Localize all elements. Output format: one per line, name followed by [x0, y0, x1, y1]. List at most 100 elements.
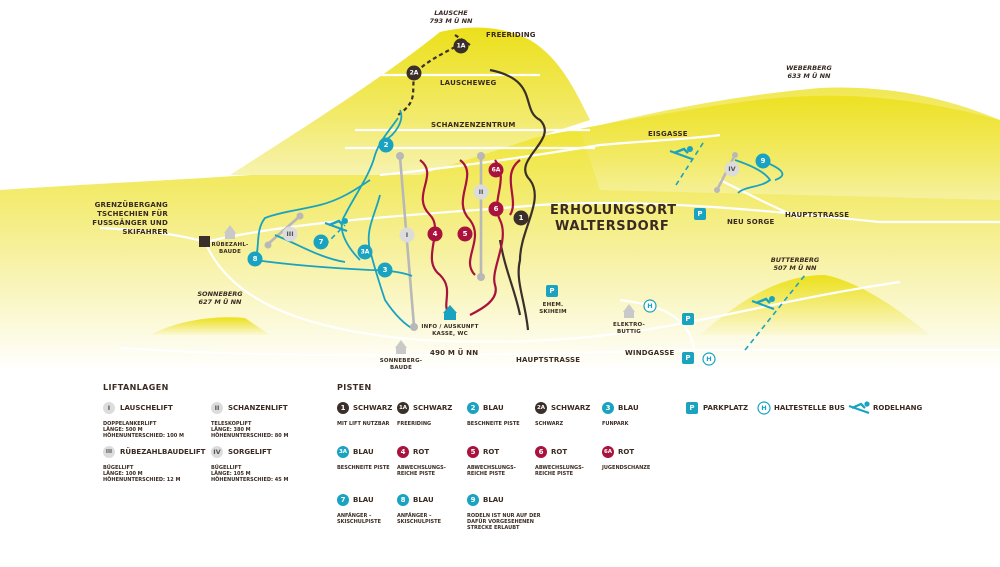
label-info-1: INFO / AUSKUNFT — [421, 324, 478, 330]
label-neu-sorge: NEU SORGE — [727, 218, 774, 226]
legend-piste-3a: 3A BLAU BESCHNEITE PISTE — [337, 446, 390, 471]
legend-piste-2a: 2A SCHWARZ SCHWARZ — [535, 402, 590, 427]
svg-text:BLAU: BLAU — [483, 496, 504, 504]
parking-icon-windgasse-2[interactable]: P — [682, 352, 694, 364]
svg-text:2: 2 — [384, 141, 389, 149]
svg-text:7: 7 — [341, 496, 346, 504]
svg-text:P: P — [697, 210, 702, 218]
svg-text:ROT: ROT — [551, 448, 567, 456]
svg-text:BLAU: BLAU — [413, 496, 434, 504]
svg-text:7: 7 — [319, 238, 324, 246]
badge-lift-iii[interactable]: III — [282, 226, 298, 242]
svg-text:PARKPLATZ: PARKPLATZ — [703, 404, 748, 412]
label-border-1: GRENZÜBERGANG — [95, 200, 168, 209]
badge-5[interactable]: 5 — [457, 226, 473, 242]
svg-text:MIT LIFT NUTZBAR: MIT LIFT NUTZBAR — [337, 421, 390, 427]
legend-sled: RODELHANG — [848, 401, 923, 414]
legend-parking: P PARKPLATZ — [686, 402, 748, 414]
svg-text:ANFÄNGER –: ANFÄNGER – — [397, 512, 432, 519]
badge-6[interactable]: 6 — [488, 201, 504, 217]
badge-1a[interactable]: 1A — [453, 38, 469, 54]
svg-text:FREERIDING: FREERIDING — [397, 421, 431, 427]
svg-text:ROT: ROT — [618, 448, 634, 456]
label-hauptstrasse-east: HAUPTSTRASSE — [785, 211, 849, 219]
badge-3a[interactable]: 3A — [357, 244, 373, 260]
sled-icon-ruebezahl — [324, 218, 348, 232]
legend-piste-8: 8 BLAU ANFÄNGER – SKISCHULPISTE — [397, 494, 442, 525]
badge-lift-i[interactable]: I — [399, 227, 415, 243]
svg-text:2: 2 — [471, 404, 476, 412]
svg-text:2A: 2A — [537, 405, 546, 411]
badge-7[interactable]: 7 — [313, 234, 329, 250]
parking-icon-windgasse-1[interactable]: P — [682, 313, 694, 325]
legend-piste-7: 7 BLAU ANFÄNGER – SKISCHULPISTE — [337, 494, 382, 525]
town-name-line2: WALTERSDORF — [555, 219, 669, 234]
svg-text:ABWECHSLUNGS-: ABWECHSLUNGS- — [535, 465, 584, 471]
label-info-2: KASSE, WC — [432, 331, 468, 337]
svg-text:HÖHENUNTERSCHIED: 100 M: HÖHENUNTERSCHIED: 100 M — [103, 432, 184, 439]
svg-text:5: 5 — [471, 448, 476, 456]
badge-lift-iv[interactable]: IV — [724, 161, 740, 177]
badge-2a[interactable]: 2A — [406, 65, 422, 81]
legend-lift-iii: III RÜBEZAHLBAUDELIFT BÜGELLIFT LÄNGE: 1… — [103, 446, 206, 483]
legend-bus: H HALTESTELLE BUS — [757, 401, 845, 415]
badge-3[interactable]: 3 — [377, 262, 393, 278]
building-icon-ruebezahl — [224, 225, 236, 239]
lift-stations — [264, 152, 738, 331]
legend-lifts-title: LIFTANLAGEN — [103, 383, 169, 392]
label-skiheim-1: EHEM. — [543, 302, 564, 308]
svg-text:9: 9 — [471, 496, 476, 504]
svg-text:1A: 1A — [399, 405, 408, 411]
peak-lausche-alt: 793 M Ü NN — [430, 16, 474, 25]
legend-lift-iv: IV SORGELIFT BÜGELLIFT LÄNGE: 105 M HÖHE… — [211, 446, 288, 483]
svg-text:STRECKE ERLAUBT: STRECKE ERLAUBT — [467, 525, 520, 531]
legend-lift-i: I LAUSCHELIFT DOPPELANKERLIFT LÄNGE: 500… — [103, 402, 184, 439]
label-ruebezahlbaude-2: BAUDE — [219, 249, 241, 255]
sled-icon-butterberg — [751, 296, 775, 310]
svg-text:1: 1 — [519, 214, 524, 222]
label-skiheim-2: SKIHEIM — [539, 309, 567, 315]
svg-text:HÖHENUNTERSCHIED: 45 M: HÖHENUNTERSCHIED: 45 M — [211, 476, 288, 483]
badge-9[interactable]: 9 — [755, 153, 771, 169]
parking-icon-neusorge[interactable]: P — [694, 208, 706, 220]
svg-text:3A: 3A — [361, 249, 370, 256]
svg-text:HÖHENUNTERSCHIED: 12 M: HÖHENUNTERSCHIED: 12 M — [103, 476, 180, 483]
label-schanzenzentrum: SCHANZENZENTRUM — [431, 121, 516, 129]
legend-piste-1a: 1A SCHWARZ FREERIDING — [397, 402, 452, 427]
badge-8[interactable]: 8 — [247, 251, 263, 267]
svg-text:REICHE PISTE: REICHE PISTE — [467, 471, 506, 477]
svg-text:IV: IV — [728, 165, 735, 173]
badge-lift-ii[interactable]: II — [473, 184, 489, 200]
badge-6a[interactable]: 6A — [488, 162, 504, 178]
svg-text:6: 6 — [494, 205, 499, 213]
roads — [99, 73, 1000, 357]
parking-icon-skiheim[interactable]: P — [546, 285, 558, 297]
svg-text:BESCHNEITE PISTE: BESCHNEITE PISTE — [337, 465, 390, 471]
svg-text:LÄNGE: 105 M: LÄNGE: 105 M — [211, 470, 251, 477]
svg-text:HALTESTELLE BUS: HALTESTELLE BUS — [774, 404, 845, 412]
badge-1[interactable]: 1 — [513, 210, 529, 226]
svg-text:III: III — [106, 449, 112, 455]
bus-stop-icon-1[interactable]: H — [643, 299, 657, 313]
svg-text:DOPPELANKERLIFT: DOPPELANKERLIFT — [103, 421, 157, 427]
label-elektro-1: ELEKTRO- — [613, 322, 645, 328]
svg-text:IV: IV — [213, 448, 220, 456]
svg-text:BLAU: BLAU — [353, 496, 374, 504]
svg-text:BLAU: BLAU — [483, 404, 504, 412]
badge-4[interactable]: 4 — [427, 226, 443, 242]
sled-icon — [848, 401, 870, 414]
svg-text:P: P — [549, 287, 554, 295]
svg-text:P: P — [685, 354, 690, 362]
svg-text:6A: 6A — [492, 167, 501, 174]
building-icon-info — [443, 305, 457, 320]
bus-stop-icon-2[interactable]: H — [702, 352, 716, 366]
svg-text:9: 9 — [761, 157, 766, 165]
svg-text:RODELHANG: RODELHANG — [873, 404, 923, 412]
label-lauscheweg: LAUSCHEWEG — [440, 79, 496, 87]
svg-text:BLAU: BLAU — [353, 448, 374, 456]
svg-text:HÖHENUNTERSCHIED: 80 M: HÖHENUNTERSCHIED: 80 M — [211, 432, 288, 439]
svg-text:BLAU: BLAU — [618, 404, 639, 412]
badge-2[interactable]: 2 — [378, 137, 394, 153]
sled-icon-eisgasse — [669, 146, 693, 160]
svg-text:P: P — [689, 404, 694, 412]
